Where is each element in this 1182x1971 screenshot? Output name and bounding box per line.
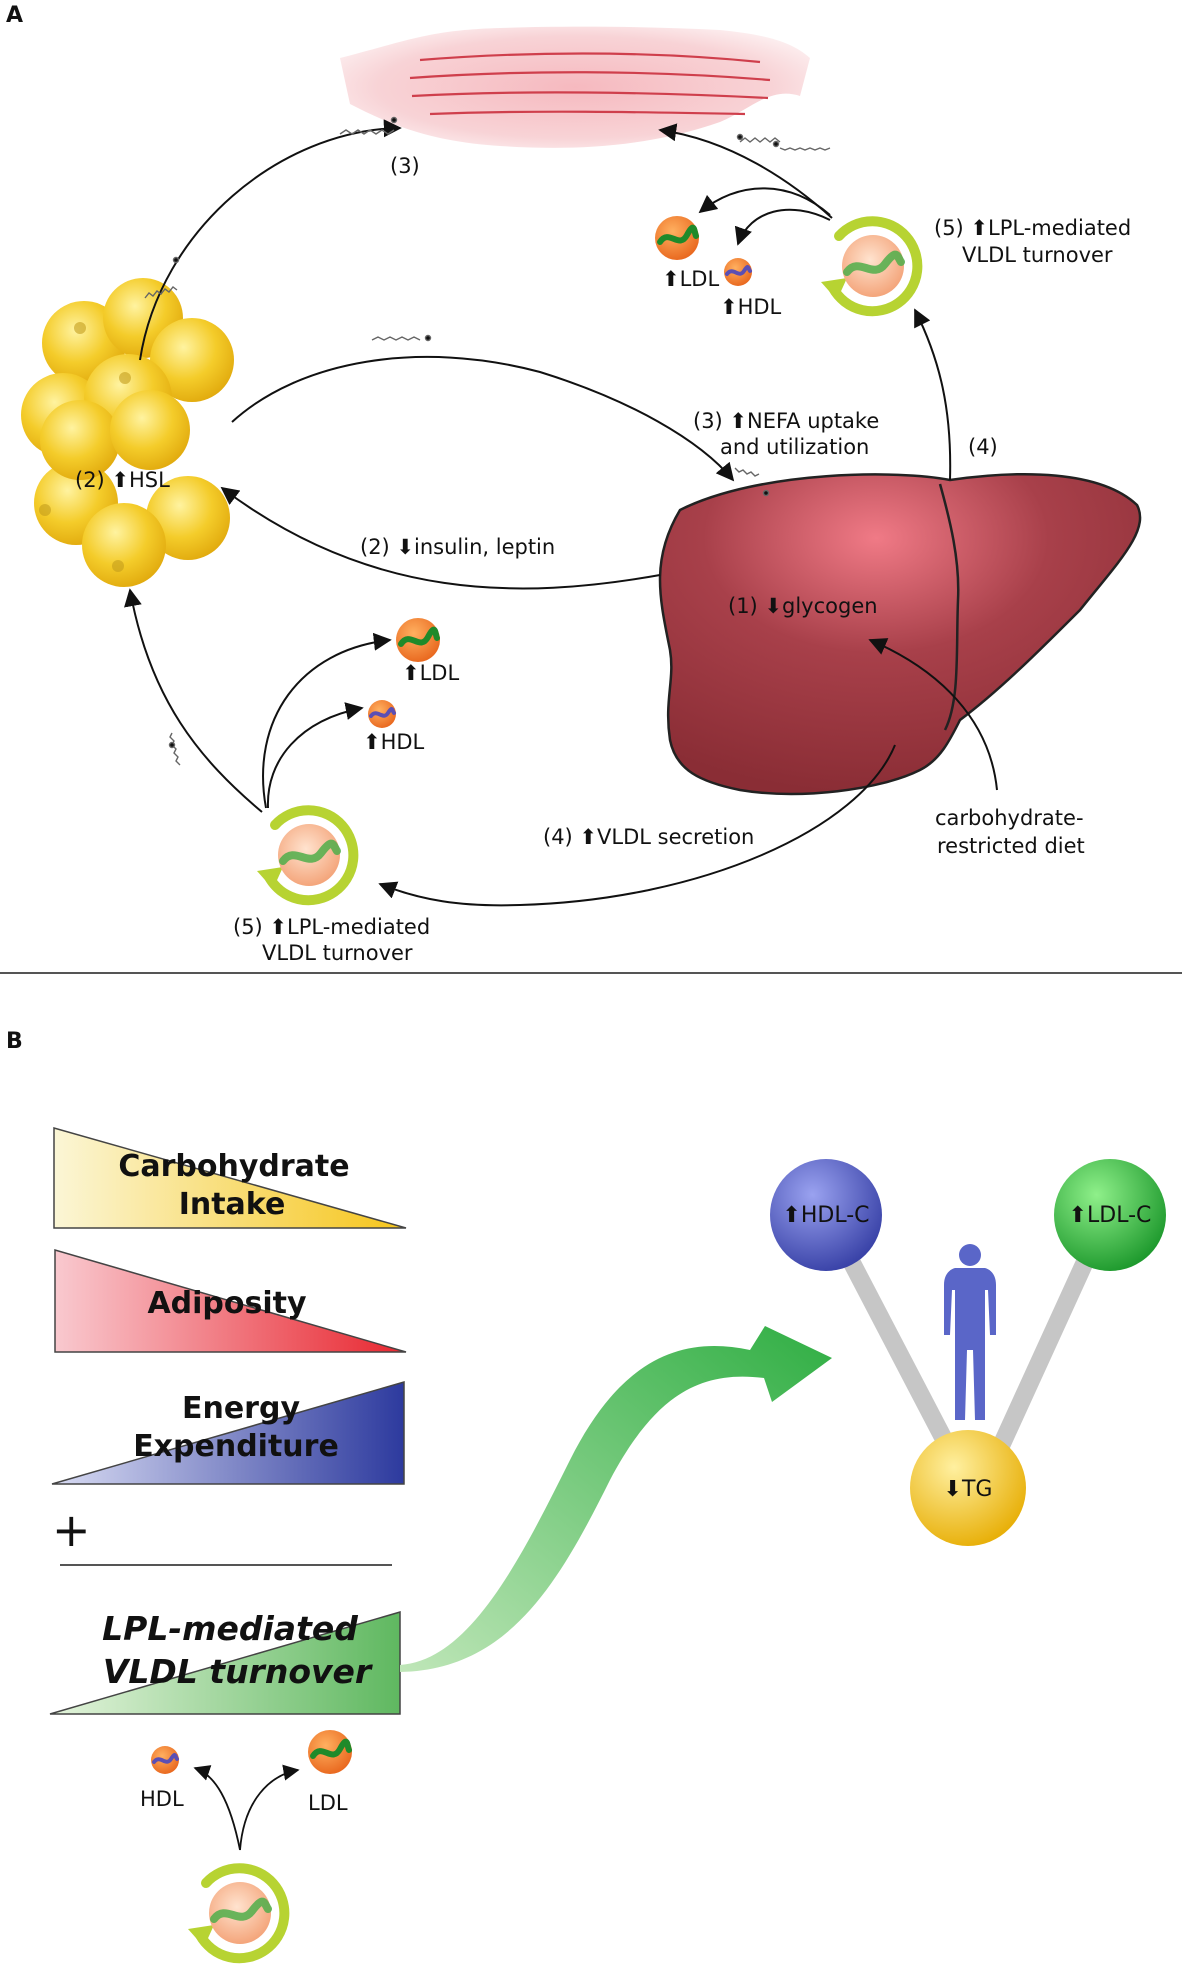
- tg-label: ⬇TG: [944, 1477, 993, 1502]
- nefa-molecules: [144, 116, 831, 766]
- panel-a-letter: A: [6, 3, 23, 28]
- big-green-arrow: [400, 1326, 832, 1672]
- adipose-cluster: [21, 278, 234, 587]
- energy-label-line2: Expenditure: [133, 1429, 339, 1464]
- muscle-illustration: [340, 26, 810, 148]
- hsl-label: (2) ⬆HSL: [75, 468, 170, 492]
- hdl-c-sphere: [770, 1159, 882, 1271]
- lpl-turnover-ring-top: [821, 221, 917, 311]
- lpl-top-label-line1: (5) ⬆LPL-mediated: [934, 216, 1131, 240]
- insulin-label: (2) ⬇insulin, leptin: [360, 535, 555, 559]
- lpl-bottom-label-line2: VLDL turnover: [262, 941, 413, 965]
- ldl-bottom-label: ⬆LDL: [402, 661, 459, 685]
- ldl-c-label: ⬆LDL-C: [1069, 1203, 1152, 1228]
- muscle-step-label: (3): [390, 154, 420, 178]
- lpl-turnover-ring-bottom: [257, 810, 353, 900]
- panel-a-arrows: [124, 119, 998, 907]
- plus-sign: +: [52, 1503, 91, 1557]
- hdl-bottom-label: ⬆HDL: [363, 730, 425, 754]
- tg-sphere: [910, 1430, 1026, 1546]
- lpl-wedge-label-line2: VLDL turnover: [103, 1652, 373, 1691]
- adiposity-wedge: [54, 1249, 407, 1353]
- nefa-label-line2: and utilization: [720, 435, 869, 459]
- ldl-c-sphere: [1054, 1159, 1166, 1271]
- adiposity-label: Adiposity: [147, 1286, 307, 1321]
- lpl-bottom-label-line1: (5) ⬆LPL-mediated: [233, 915, 430, 939]
- carbohydrate-wedge: [53, 1127, 407, 1229]
- ldl-particle-top: [655, 216, 699, 260]
- ldl-label-panel-b: LDL: [308, 1791, 348, 1815]
- ldl-particle-panel-b: [308, 1730, 352, 1774]
- hdl-particle-panel-b: [149, 1744, 181, 1776]
- lpl-top-label-line2: VLDL turnover: [962, 243, 1113, 267]
- energy-wedge: [51, 1381, 405, 1485]
- human-figure-icon: [944, 1244, 996, 1420]
- vldl-secretion-label: (4) ⬆VLDL secretion: [543, 825, 754, 849]
- nefa-label-line1: (3) ⬆NEFA uptake: [693, 409, 879, 433]
- glycogen-label: (1) ⬇glycogen: [728, 594, 878, 618]
- liver-illustration: [658, 473, 1142, 796]
- ldl-top-label: ⬆LDL: [662, 267, 719, 291]
- hdl-top-label: ⬆HDL: [720, 295, 782, 319]
- ldl-particle-bottom: [396, 618, 440, 662]
- diet-label-line1: carbohydrate-: [935, 806, 1084, 830]
- liver-step4-label: (4): [968, 435, 998, 459]
- energy-label-line1: Energy: [182, 1391, 300, 1426]
- panel-b-letter: B: [6, 1029, 23, 1054]
- hdl-particle-top: [722, 256, 754, 288]
- lpl-wedge: [49, 1611, 401, 1715]
- lpl-turnover-ring-panel-b: [188, 1868, 284, 1958]
- carb-label-line2: Intake: [179, 1187, 286, 1222]
- lpl-wedge-label-line1: LPL-mediated: [102, 1609, 358, 1648]
- carb-label-line1: Carbohydrate: [118, 1149, 349, 1184]
- hdl-c-label: ⬆HDL-C: [782, 1203, 869, 1228]
- panel-b-product-arrows: [193, 1764, 300, 1851]
- hdl-label-panel-b: HDL: [140, 1787, 184, 1811]
- hdl-particle-bottom: [366, 698, 398, 730]
- diet-label-line2: restricted diet: [937, 834, 1085, 858]
